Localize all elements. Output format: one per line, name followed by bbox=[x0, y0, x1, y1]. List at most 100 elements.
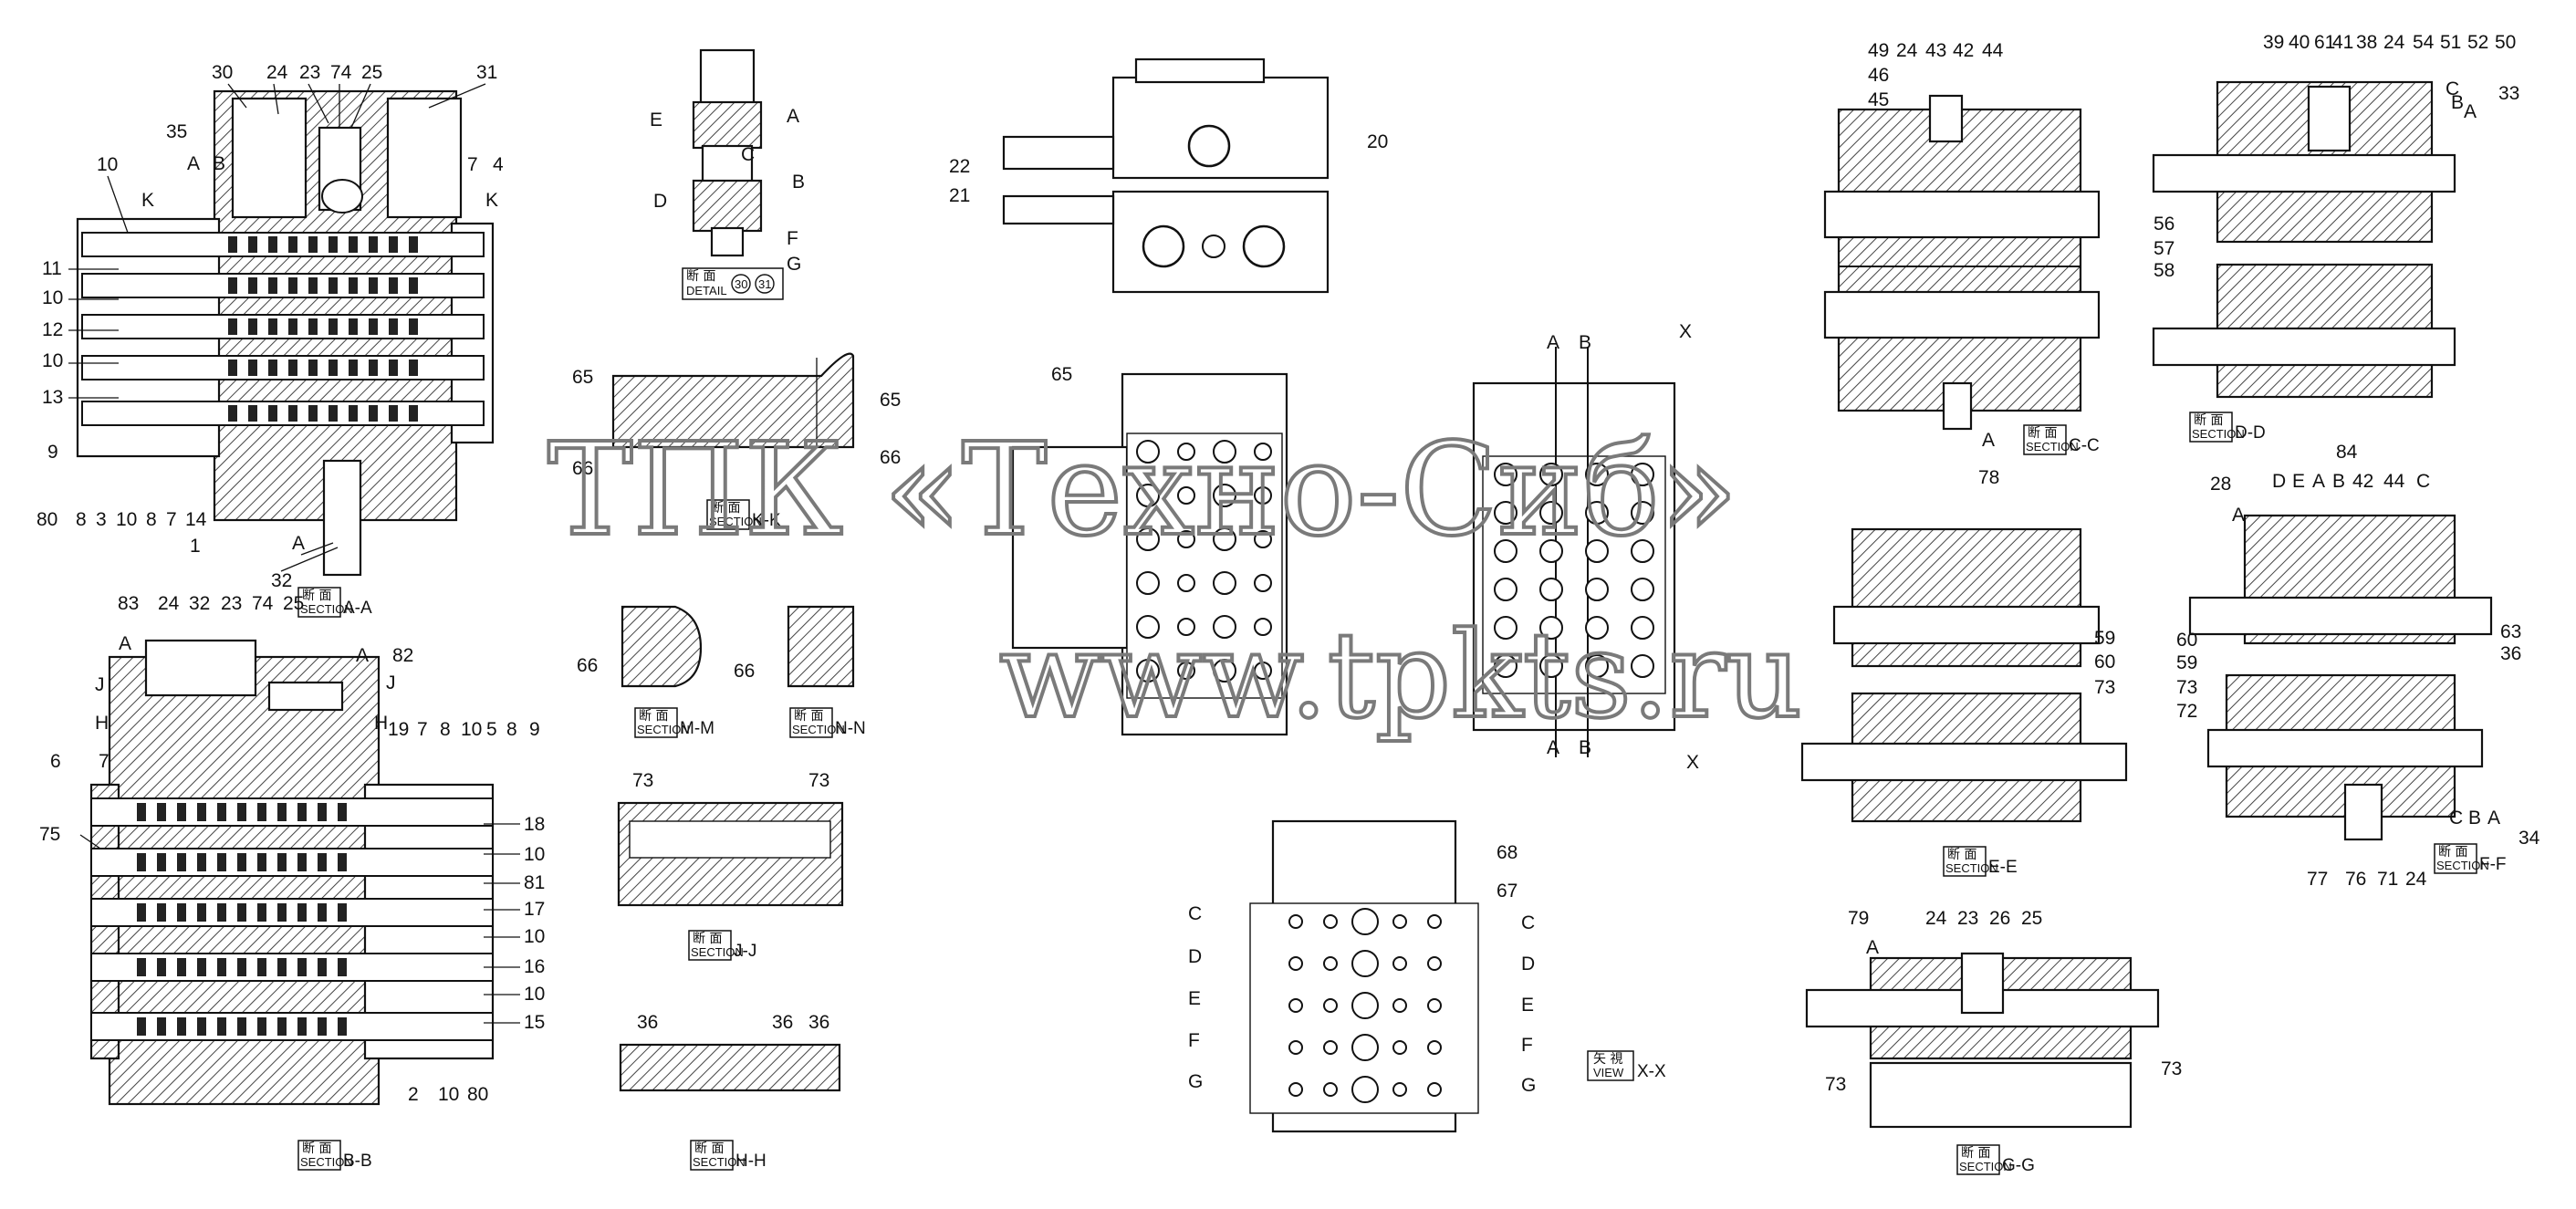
svg-text:SECTION: SECTION bbox=[637, 723, 690, 736]
spool bbox=[81, 314, 485, 339]
section-e-e-drawing bbox=[1800, 527, 2128, 823]
spool-land bbox=[197, 1017, 206, 1036]
top-view-callout: 22 bbox=[949, 156, 970, 177]
port-hole bbox=[1631, 463, 1654, 486]
port-hole bbox=[1539, 501, 1563, 525]
port-hole bbox=[1539, 616, 1563, 640]
side-callout: B bbox=[1579, 332, 1591, 353]
front-callout: 65 bbox=[1051, 364, 1072, 385]
port-hole bbox=[1177, 662, 1195, 680]
bb-callout: 19 bbox=[388, 719, 409, 740]
top-view-callout: 20 bbox=[1367, 131, 1388, 152]
ff-callout: 36 bbox=[2500, 643, 2521, 664]
aa-callout: 80 bbox=[37, 509, 57, 530]
side-callout: A bbox=[1547, 737, 1559, 758]
bb-callout: 15 bbox=[524, 1012, 545, 1033]
spool-land bbox=[409, 360, 418, 376]
aa-callout: 10 bbox=[97, 154, 118, 175]
bb-callout: 8 bbox=[506, 719, 517, 740]
spool-land bbox=[157, 1017, 166, 1036]
spool-land bbox=[409, 318, 418, 335]
cc-callout: 44 bbox=[1982, 40, 2004, 61]
aa-callout: 35 bbox=[166, 121, 187, 142]
spool-land bbox=[157, 803, 166, 821]
port-hole bbox=[1213, 527, 1236, 551]
svg-text:F-F: F-F bbox=[2479, 855, 2507, 874]
spool-land bbox=[329, 405, 338, 422]
svg-text:断 面: 断 面 bbox=[686, 269, 715, 284]
spool-land bbox=[257, 958, 266, 976]
svg-text:断 面: 断 面 bbox=[2438, 845, 2467, 860]
dd-callout: 56 bbox=[2154, 214, 2174, 235]
svg-text:A-A: A-A bbox=[343, 599, 372, 618]
svg-text:断 面: 断 面 bbox=[639, 709, 668, 724]
spool-land bbox=[248, 360, 257, 376]
spool-land bbox=[318, 958, 327, 976]
dd-callout: 24 bbox=[2383, 32, 2405, 53]
spool-land bbox=[237, 853, 246, 871]
bb-callout: 80 bbox=[467, 1084, 488, 1105]
spool-land bbox=[389, 277, 398, 294]
jj-callout: 73 bbox=[808, 770, 829, 791]
spool bbox=[81, 355, 485, 380]
ff-callout: 63 bbox=[2500, 621, 2521, 642]
port-hole bbox=[1323, 998, 1338, 1013]
side-callout: X bbox=[1679, 321, 1692, 342]
ff-callout: 42 bbox=[2352, 471, 2373, 492]
aa-callout: 13 bbox=[42, 387, 63, 408]
ff-callout: C bbox=[2449, 808, 2463, 829]
spool-land bbox=[329, 318, 338, 335]
port-hole bbox=[1427, 914, 1442, 929]
spool-land bbox=[228, 277, 237, 294]
spool-land bbox=[338, 903, 347, 922]
aa-callout: 10 bbox=[116, 509, 137, 530]
ff-callout: A bbox=[2487, 808, 2500, 829]
bb-callout: A bbox=[356, 645, 369, 666]
bb-callout: 9 bbox=[529, 719, 540, 740]
spool-land bbox=[197, 958, 206, 976]
svg-text:断 面: 断 面 bbox=[302, 589, 331, 603]
xx-callout: C bbox=[1521, 912, 1535, 933]
spool-land bbox=[288, 277, 297, 294]
svg-text:C-C: C-C bbox=[2069, 436, 2100, 455]
svg-text:断 面: 断 面 bbox=[2028, 426, 2057, 441]
port-hole bbox=[1351, 1034, 1379, 1061]
spool-land bbox=[237, 803, 246, 821]
spool-land bbox=[137, 853, 146, 871]
aa-callout: 4 bbox=[493, 154, 504, 175]
spool-land bbox=[277, 803, 287, 821]
aa-callout: K bbox=[485, 190, 498, 211]
spool-land bbox=[318, 903, 327, 922]
spool-land bbox=[157, 903, 166, 922]
watermark-company: ТПК «Техно-Сиб» bbox=[548, 416, 1737, 565]
cc-callout: 78 bbox=[1978, 467, 1999, 488]
section-k-k-drawing bbox=[611, 352, 855, 449]
port-hole bbox=[1213, 615, 1236, 639]
spool-land bbox=[257, 853, 266, 871]
svg-text:31: 31 bbox=[758, 277, 771, 291]
ff-callout: 73 bbox=[2176, 677, 2197, 698]
section-d-d-drawing bbox=[2152, 80, 2456, 399]
section-b-b-drawing bbox=[89, 639, 495, 1106]
section-box-e-e: 断 面 SECTION E-E bbox=[1943, 846, 2018, 877]
spool-land bbox=[389, 360, 398, 376]
svg-text:K-K: K-K bbox=[752, 511, 781, 530]
side-callout: A bbox=[1547, 332, 1559, 353]
spool-land bbox=[349, 277, 358, 294]
spool-land bbox=[217, 903, 226, 922]
section-g-g-drawing bbox=[1805, 952, 2160, 1129]
bb-callout: 7 bbox=[417, 719, 428, 740]
ff-callout: D bbox=[2272, 471, 2286, 492]
spool-land bbox=[369, 318, 378, 335]
gg-callout: 73 bbox=[1825, 1074, 1846, 1095]
spool-land bbox=[177, 803, 186, 821]
spool-land bbox=[177, 1017, 186, 1036]
spool-land bbox=[297, 803, 307, 821]
bb-callout: 6 bbox=[50, 751, 61, 772]
svg-text:断 面: 断 面 bbox=[1947, 848, 1976, 862]
aa-callout: 8 bbox=[146, 509, 157, 530]
port-hole bbox=[1494, 539, 1517, 563]
svg-text:断 面: 断 面 bbox=[794, 709, 823, 724]
spool-land bbox=[369, 405, 378, 422]
